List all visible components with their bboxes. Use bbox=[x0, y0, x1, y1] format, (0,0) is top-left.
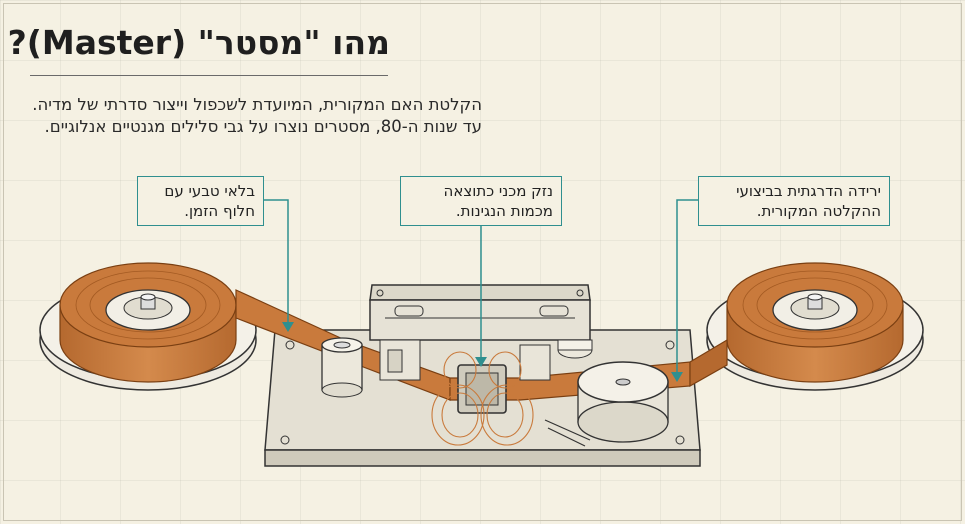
magnetic-field-icon bbox=[431, 351, 534, 446]
callout-natural-wear: בלאי טבעי עם חלוף הזמן. bbox=[137, 176, 264, 226]
capstan-icon bbox=[544, 361, 669, 447]
callout-mechanical-damage-line-1: נזק מכני כתוצאה bbox=[443, 182, 553, 200]
intro-line-1: הקלטת האם המקורית, המיועדת לשכפול וייצור… bbox=[32, 95, 482, 114]
page-title: מהו "מסטר" (Master)? bbox=[7, 23, 390, 62]
intro-line-2: עד שנות ה-80, מסטרים נוצרו על גבי סלילים… bbox=[44, 117, 482, 136]
callout-performance-decline-line-2: ההקלטה המקורית. bbox=[756, 202, 881, 220]
tape-head-icon bbox=[379, 339, 593, 414]
tape-reel-right-icon bbox=[706, 262, 924, 391]
callout-performance-decline: ירידה הדרגתית בביצועי ההקלטה המקורית. bbox=[698, 176, 890, 226]
callout-mechanical-damage-line-2: מכמות הנגינות. bbox=[455, 202, 553, 220]
callout-mechanical-damage: נזק מכני כתוצאה מכמות הנגינות. bbox=[400, 176, 562, 226]
head-housing bbox=[369, 284, 591, 341]
tape-reel-left-icon bbox=[39, 262, 257, 391]
intro-text: הקלטת האם המקורית, המיועדת לשכפול וייצור… bbox=[30, 94, 482, 138]
callout-connectors bbox=[263, 199, 700, 375]
guide-roller-icon bbox=[321, 337, 363, 398]
callout-natural-wear-line-1: בלאי טבעי עם bbox=[164, 182, 255, 200]
callout-performance-decline-line-1: ירידה הדרגתית בביצועי bbox=[736, 182, 881, 200]
title-divider bbox=[30, 75, 388, 76]
callout-natural-wear-line-2: חלוף הזמן. bbox=[184, 202, 255, 220]
callout-arrowheads bbox=[282, 322, 683, 382]
